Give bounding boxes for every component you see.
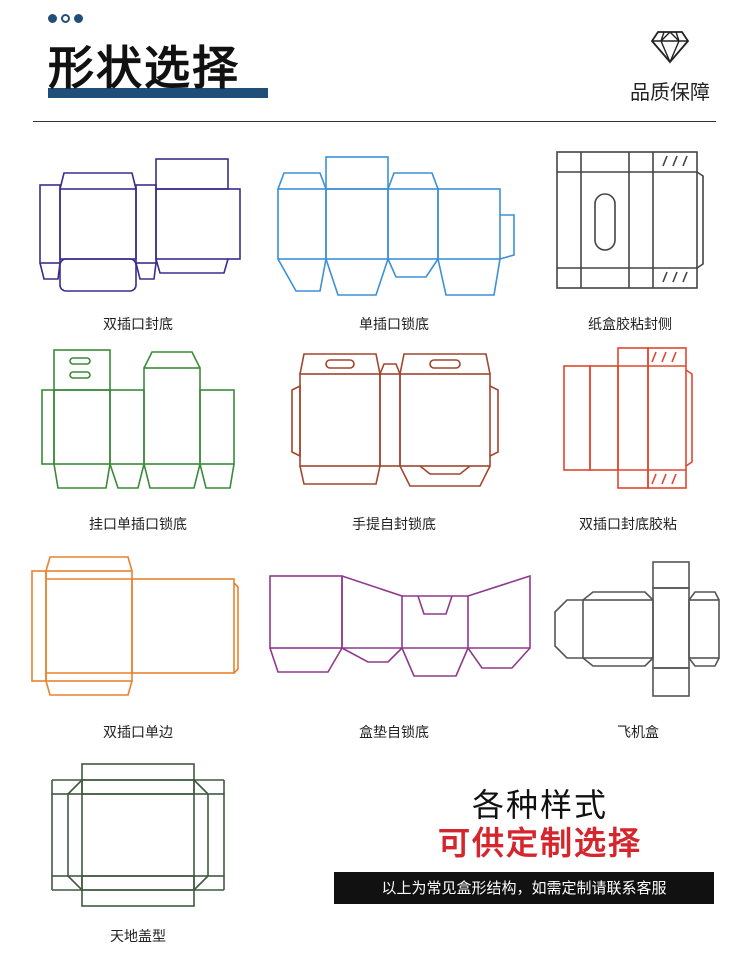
decor-dots	[48, 14, 83, 23]
page-title: 形状选择	[48, 41, 240, 95]
box-diagram-double-tuck-single-side	[30, 555, 240, 697]
box-label: 挂口单插口锁底	[89, 517, 187, 533]
box-diagram-double-tuck-glued	[562, 346, 694, 492]
contact-note: 以上为常见盒形结构，如需定制请联系客服	[334, 872, 714, 904]
box-diagram-lid-base	[50, 762, 226, 908]
box-diagram-handle-lock	[290, 350, 500, 490]
box-label: 双插口封底	[103, 317, 173, 333]
promo-subheading: 可供定制选择	[437, 824, 642, 862]
box-label: 天地盖型	[110, 929, 166, 945]
box-label: 双插口封底胶粘	[579, 517, 677, 533]
dot-filled	[74, 14, 83, 23]
box-diagram-hanger-tuck-lock	[40, 348, 236, 494]
header-divider	[33, 121, 716, 122]
box-label: 单插口锁底	[359, 317, 429, 333]
title-underline-bar	[48, 88, 268, 98]
dot-hollow	[61, 14, 70, 23]
promo-heading: 各种样式	[471, 786, 608, 824]
box-label: 纸盒胶粘封侧	[588, 317, 672, 333]
dot-filled	[48, 14, 57, 23]
box-label: 双插口单边	[103, 725, 173, 741]
quality-text: 品质保障	[630, 80, 710, 104]
box-diagram-double-tuck	[36, 155, 242, 295]
box-label: 盒垫自锁底	[359, 725, 429, 741]
box-diagram-mailer	[553, 560, 723, 700]
box-label: 手提自封锁底	[352, 517, 436, 533]
box-label: 飞机盒	[617, 725, 659, 741]
box-diagram-glued-side	[555, 150, 705, 292]
diamond-icon	[650, 26, 690, 66]
box-diagram-single-tuck-lock	[276, 155, 516, 297]
box-diagram-pad-lock	[268, 572, 532, 682]
